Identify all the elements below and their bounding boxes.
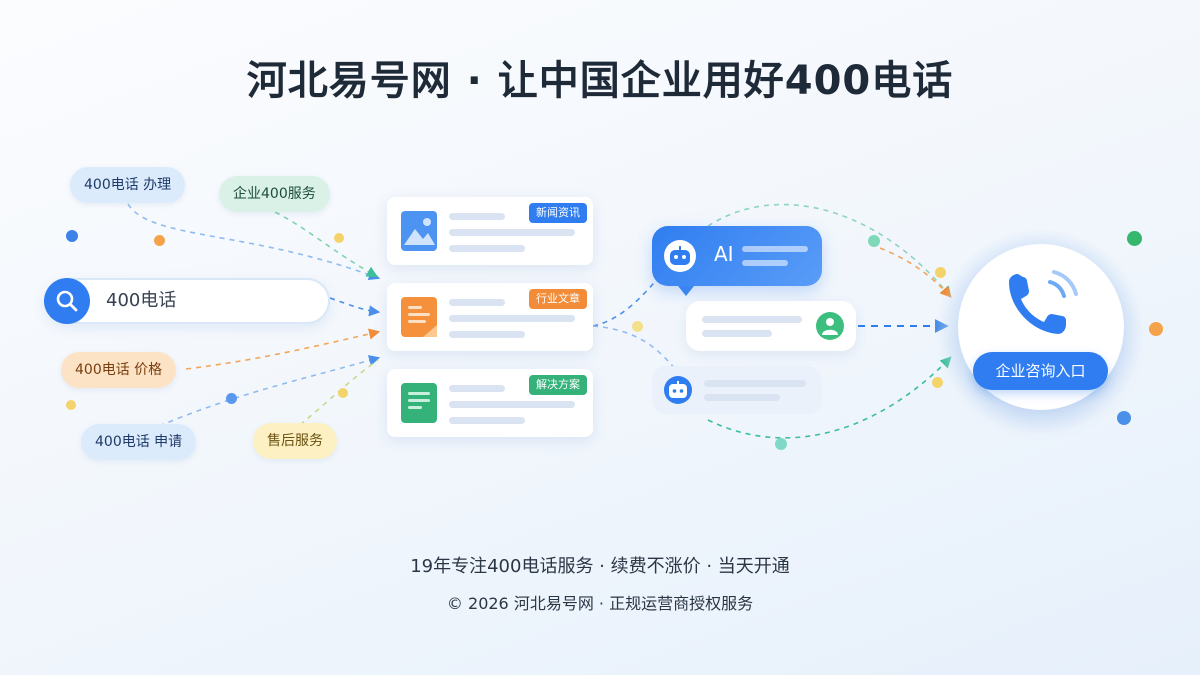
keyword-pill[interactable]: 400电话 申请	[81, 424, 197, 460]
image-icon	[401, 211, 437, 251]
card-tag: 解决方案	[529, 375, 587, 395]
copyright: © 2026 河北易号网 · 正规运营商授权服务	[446, 594, 754, 613]
decor-dot	[154, 235, 165, 246]
decor-dot	[66, 230, 78, 242]
search-query[interactable]: 400电话	[106, 290, 177, 311]
decor-dot	[935, 267, 946, 278]
decor-dot	[632, 321, 643, 332]
user-icon	[816, 312, 844, 340]
decor-dot	[338, 388, 348, 398]
robot-icon	[664, 376, 692, 404]
content-card-solution[interactable]: 解决方案	[387, 369, 593, 437]
decor-dot	[66, 400, 76, 410]
keyword-pill[interactable]: 售后服务	[253, 423, 337, 459]
keyword-pill[interactable]: 400电话 办理	[70, 167, 186, 203]
decor-dot	[868, 235, 880, 247]
user-chat-bubble	[686, 301, 856, 351]
keyword-pill[interactable]: 400电话 价格	[61, 352, 177, 388]
page-title: 河北易号网 · 让中国企业用好400电话	[246, 58, 954, 104]
ai-label: AI	[714, 242, 734, 266]
decor-dot	[775, 438, 787, 450]
phone-icon	[1004, 268, 1080, 344]
content-card-news[interactable]: 新闻资讯	[387, 197, 593, 265]
card-tag: 行业文章	[529, 289, 587, 309]
decor-dot	[226, 393, 237, 404]
consult-entry-button[interactable]: 企业咨询入口	[973, 352, 1108, 390]
document-icon	[401, 383, 437, 423]
bot-chat-bubble	[652, 366, 822, 414]
robot-icon	[664, 240, 696, 272]
content-card-article[interactable]: 行业文章	[387, 283, 593, 351]
search-icon[interactable]	[44, 278, 90, 324]
decor-dot	[334, 233, 344, 243]
ai-chat-bubble: AI	[652, 226, 822, 296]
decor-dot	[932, 377, 943, 388]
decor-dot	[1127, 231, 1142, 246]
decor-dot	[1117, 411, 1131, 425]
card-tag: 新闻资讯	[529, 203, 587, 223]
search-bar[interactable]: 400电话	[44, 278, 330, 324]
document-icon	[401, 297, 437, 337]
tagline: 19年专注400电话服务 · 续费不涨价 · 当天开通	[410, 556, 790, 577]
decor-dot	[1149, 322, 1163, 336]
keyword-pill[interactable]: 企业400服务	[219, 176, 330, 212]
